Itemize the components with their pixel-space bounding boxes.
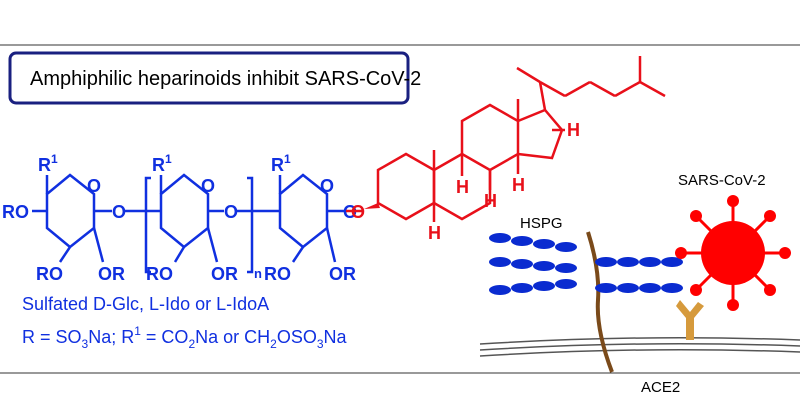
or-label-1: OR — [98, 264, 125, 284]
r1-label-2: R1 — [152, 152, 172, 175]
ring-oxygen-2: O — [201, 176, 215, 196]
ace2-receptor — [676, 300, 704, 340]
steroid-core — [346, 56, 666, 222]
sugar-chain — [32, 173, 346, 274]
steroid-h-labels: H H H H H — [428, 120, 580, 243]
ro-label-3: RO — [264, 264, 291, 284]
proteoglycan-core — [586, 231, 614, 373]
cell-membrane — [479, 337, 800, 357]
h-label-2: H — [484, 191, 497, 211]
h-label-1: H — [456, 177, 469, 197]
ace2-label: ACE2 — [641, 379, 680, 396]
ro-label-left: RO — [2, 202, 29, 222]
wedge-bond — [364, 203, 380, 209]
caption-line-2: R = SO3Na; R1 = CO2Na or CH2OSO3Na — [22, 324, 348, 351]
hspg-label: HSPG — [520, 215, 563, 232]
hspg-chains — [489, 233, 683, 295]
ro-label-2: RO — [146, 264, 173, 284]
title-text: Amphiphilic heparinoids inhibit SARS-CoV… — [30, 68, 421, 90]
title-box: Amphiphilic heparinoids inhibit SARS-CoV… — [8, 51, 421, 105]
h-label-5: H — [567, 120, 580, 140]
virus-spike-tips — [675, 195, 791, 311]
or-label-3: OR — [329, 264, 356, 284]
r1-label-1: R1 — [38, 152, 58, 175]
or-label-2: OR — [211, 264, 238, 284]
virus-label: SARS-CoV-2 — [678, 172, 766, 189]
h-label-3: H — [512, 175, 525, 195]
glycosidic-oxygen-1: O — [112, 202, 126, 222]
sugar-labels: O O O R1 R1 R1 RO O O O RO OR RO OR RO O… — [2, 152, 357, 284]
repeat-n: n — [254, 266, 262, 281]
r1-label-3: R1 — [271, 152, 291, 175]
steroid-oxygen: O — [351, 202, 365, 222]
caption-line-1: Sulfated D-Glc, L-Ido or L-IdoA — [22, 294, 269, 314]
h-label-4: H — [428, 223, 441, 243]
ro-label-1: RO — [36, 264, 63, 284]
ring-oxygen-1: O — [87, 176, 101, 196]
glycosidic-oxygen-2: O — [224, 202, 238, 222]
ring-oxygen-3: O — [320, 176, 334, 196]
virus-particle — [675, 195, 791, 311]
